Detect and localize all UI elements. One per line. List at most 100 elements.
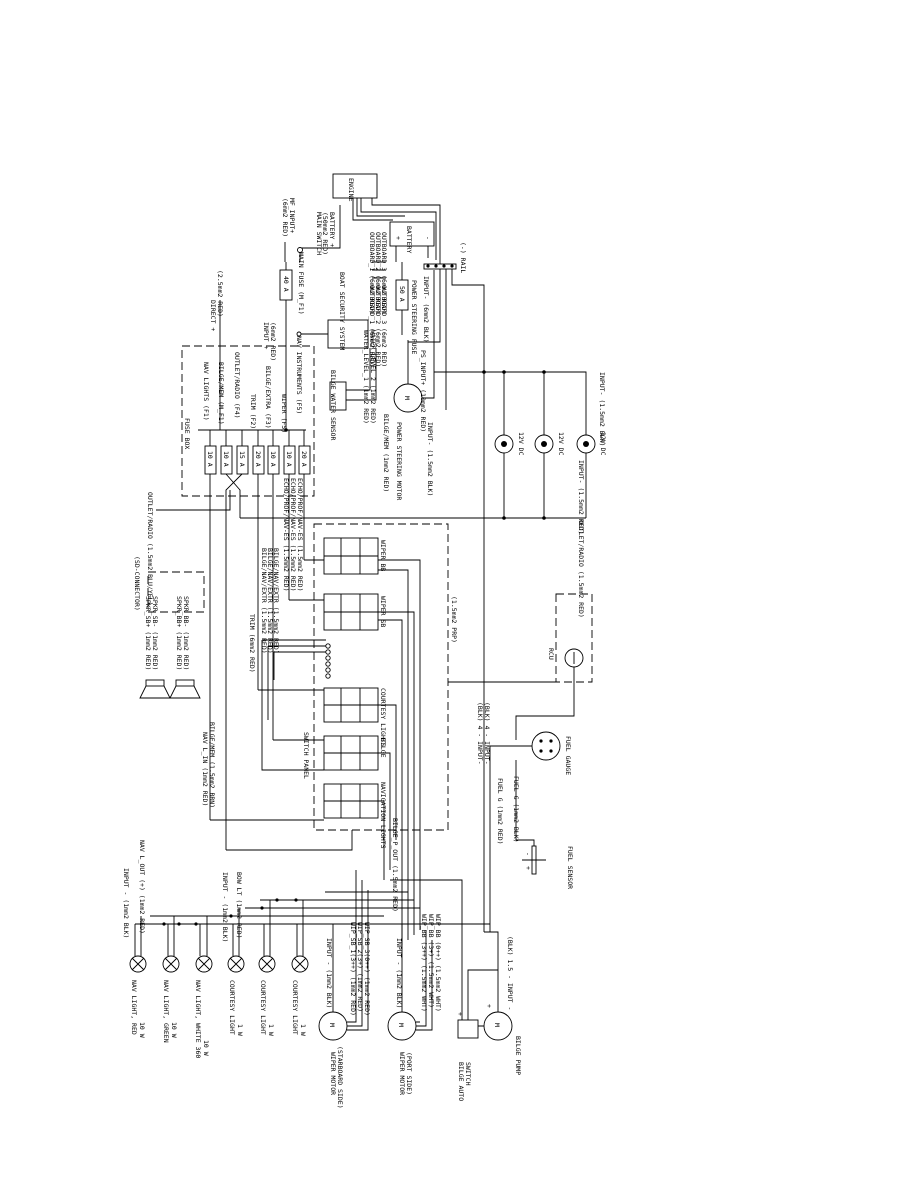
outboard-3b: OUTBOARD_3 (6mm2 RED) — [380, 285, 388, 367]
switch-panel: SWITCH PANEL WIPER BB WIPER SB COURTESY … — [302, 523, 449, 849]
dc-outlet-2: 12V DC — [534, 432, 565, 456]
speaker-bb — [169, 679, 201, 699]
spkr-sb-minus: SPKR_SB- (1mm2 RED) — [151, 596, 159, 670]
battery-label: BATTERY — [405, 226, 413, 253]
wiper-motor-sb-side: (STARBOARD SIDE) — [336, 1046, 344, 1109]
wiper-motor-sb-label: WIPER MOTOR — [329, 1052, 337, 1095]
bilge-mem-wire: BILGE/MEM (1mm2 RED) — [382, 414, 390, 492]
trim-wire: TRIM (6mm2 RED) — [248, 614, 256, 673]
fuel-sensor: + - FUEL SENSOR — [522, 845, 574, 889]
switch-wiper-sb[interactable]: WIPER SB — [323, 593, 387, 631]
fuse-rating-1: 10 A — [222, 451, 230, 467]
rcu-label: RCU — [547, 648, 555, 660]
main-fuse: 40 A — [279, 269, 293, 301]
power-steering-fuse: 50 A — [395, 279, 409, 311]
bilge-pump-wire: (BLK) 1.5 - INPUT - — [506, 936, 514, 1010]
fuses: 10 A 10 A 15 A 20 A 10 A 10 A 20 A — [204, 445, 311, 475]
outlet-radio-out: OUTLET/RADIO (1.5mm2 RED) — [577, 520, 585, 618]
switch-wiper-bb[interactable]: WIPER BB — [323, 537, 387, 575]
wip-sb-3: WIP_SB_3(0++) (1mm2 RED) — [363, 922, 371, 1016]
wiper-motor-bb-side: (PORT SIDE) — [405, 1052, 413, 1095]
courtesy-1-w: 1 W — [236, 1024, 244, 1036]
bow-lt: BOW LT (1mm2 RED) — [235, 872, 243, 939]
switch-panel-label: SWITCH PANEL — [302, 732, 310, 779]
courtesy-3-label: COURTESY LIGHT — [291, 980, 299, 1035]
switch-bilge[interactable]: BILGE — [323, 735, 387, 771]
input-minus-15r: INPUT- (1.5mm2 RED) — [577, 460, 585, 534]
nav-green-label: NAV LIGHT, GREEN — [162, 980, 170, 1043]
dc-outlet-1: 12V DC — [494, 432, 525, 456]
input-plus-wire: (6mm2 RED) — [269, 322, 277, 361]
bilge-auto-plus: + — [456, 1012, 464, 1016]
outlet-radio-wire: OUTLET/RADIO (1.5mm2 BLU/YEL) — [146, 492, 154, 606]
ps-fuse-rating: 50 A — [398, 286, 406, 302]
direct-plus-wire: (2.5mm2 RED) — [216, 270, 224, 317]
input-minus-15b: INPUT- (1.5mm2 BLK) — [598, 372, 606, 446]
wiper-sb-input: INPUT - (1mm2 BLK) — [325, 938, 333, 1008]
fuel-gauge: FUEL GAUGE — [531, 731, 572, 775]
water-level-1: WATER_LEVEL_1 (1mm2 RED) — [362, 330, 370, 424]
courtesy-1-label: COURTESY LIGHT — [228, 980, 236, 1035]
ps-motor-m: M — [403, 396, 411, 400]
fuse-box-label: FUSE BOX — [183, 418, 191, 449]
fuel-g-2: FUEL G (1mm2 BLK) — [512, 776, 520, 843]
fuel-sensor-plus: + — [524, 866, 532, 870]
nav-white-label: NAV LIGHT, WHITE 360 — [194, 980, 202, 1058]
nav-l-out: NAV L_OUT (+) (1mm2 RED) — [138, 840, 146, 934]
ps-input-plus: PS_INPUT+ (10mm2 RED) — [419, 350, 427, 432]
bilge-nav-3: BILGE/NAV/EXTR (1.5mm2 RED) — [272, 548, 280, 654]
wiper-bb-label: WIPER BB — [379, 540, 387, 571]
switch-panel-terminals — [325, 643, 331, 679]
bilge-pump-m: M — [493, 1023, 501, 1027]
speaker-sb — [139, 679, 171, 699]
fuse-name-5: WIPER (F5) — [280, 394, 288, 433]
navigation-lights-label: NAVIGATION LIGHTS — [379, 782, 387, 849]
courtesy-2-label: COURTESY LIGHT — [259, 980, 267, 1035]
bilge-nav-2: BILGE/NAV/EXTR (1.5mm2 RED) — [266, 548, 274, 654]
bilge-pump: M + BILGE PUMP (BLK) 1.5 - INPUT - — [483, 936, 522, 1075]
courtesy-light-1: COURTESY LIGHT 1 W — [227, 908, 245, 1036]
fuse-name-0: NAV LIGHTS (F1) — [202, 362, 210, 421]
nav-light-white: NAV LIGHT, WHITE 360 10 W — [194, 916, 213, 1058]
bilge-nav-1: BILGE/NAV/EXTR (1.5mm2 RED) — [260, 548, 268, 654]
boat-security-system: BOAT SECURITY SYSTEM — [327, 272, 369, 350]
battery-minus-sign: - — [424, 236, 432, 240]
fuse-names: NAV LIGHTS (F1) BILGE/MEM (M_F1) OUTLET/… — [202, 336, 303, 433]
echo-1: ECHO/PROF/NAV-ES (1.5mm2 RED) — [282, 478, 290, 592]
courtesy-light-2: COURTESY LIGHT 1 W — [258, 900, 276, 1036]
outboard-2b: OUTBOARD_2 (6mm2 RED) — [374, 285, 382, 367]
dc-outlet-3: 12V DC — [576, 432, 607, 456]
battery-plus-label: BATTERY + — [328, 212, 336, 247]
bilge-water-sensor-label: BILGE WATER SENSOR — [329, 370, 337, 441]
boat-security-label: BOAT SECURITY SYSTEM — [338, 272, 346, 350]
spkr-sb-plus: SPKR_SB+ (1mm2 RED) — [144, 596, 152, 670]
ps-motor-label: POWER STEERING MOTOR — [395, 422, 403, 500]
fuse-rating-2: 15 A — [238, 451, 246, 467]
sd-connector-label: (SD-CONNECTOR) — [133, 556, 141, 611]
main-fuse-rating: 40 A — [282, 276, 290, 292]
fuel-sensor-minus: - — [524, 852, 532, 856]
input-minus-6: INPUT- (6mm2 BLK) — [422, 276, 430, 343]
wip-bb-1: WIP_BB (3++) (1.5mm2 WHT) — [420, 914, 428, 1012]
courtesy-lights-label: COURTESY LIGHTS — [379, 688, 387, 747]
courtesy-light-3: COURTESY LIGHT 1 W — [291, 900, 309, 1036]
bilge-water-sensor: BILGE WATER SENSOR — [329, 370, 347, 441]
blk4-input-1: (BLK) 4 - INPUT- — [476, 702, 484, 765]
nav-green-w: 10 W — [170, 1022, 178, 1038]
wiper-bb-m: M — [397, 1023, 405, 1027]
main-switch-label: MAIN SWITCH — [315, 212, 323, 255]
battery-block: BATTERY + - — [389, 221, 435, 253]
nav-red-label: NAV LIGHT, RED — [130, 980, 138, 1035]
wiper-sb-m: M — [328, 1023, 336, 1027]
wiper-motor-starboard: M WIPER MOTOR (STARBOARD SIDE) — [318, 1011, 348, 1109]
fuse-name-6: NAV INSTRUMENTS (F5) — [295, 336, 303, 414]
nav-light-green: NAV LIGHT, GREEN 10 W — [162, 916, 180, 1043]
input-minus-15: INPUT- (1.5mm2 BLK) — [426, 422, 434, 496]
courtesy-2-w: 1 W — [267, 1024, 275, 1036]
battery-plus-sign: + — [394, 236, 402, 240]
switch-courtesy-lights[interactable]: COURTESY LIGHTS — [323, 687, 387, 747]
switch-navigation-lights[interactable]: NAVIGATION LIGHTS — [323, 782, 387, 849]
fuel-g-1: FUEL G (1mm2 RED) — [496, 778, 504, 845]
fuse-name-2: OUTLET/RADIO (F4) — [233, 352, 241, 419]
